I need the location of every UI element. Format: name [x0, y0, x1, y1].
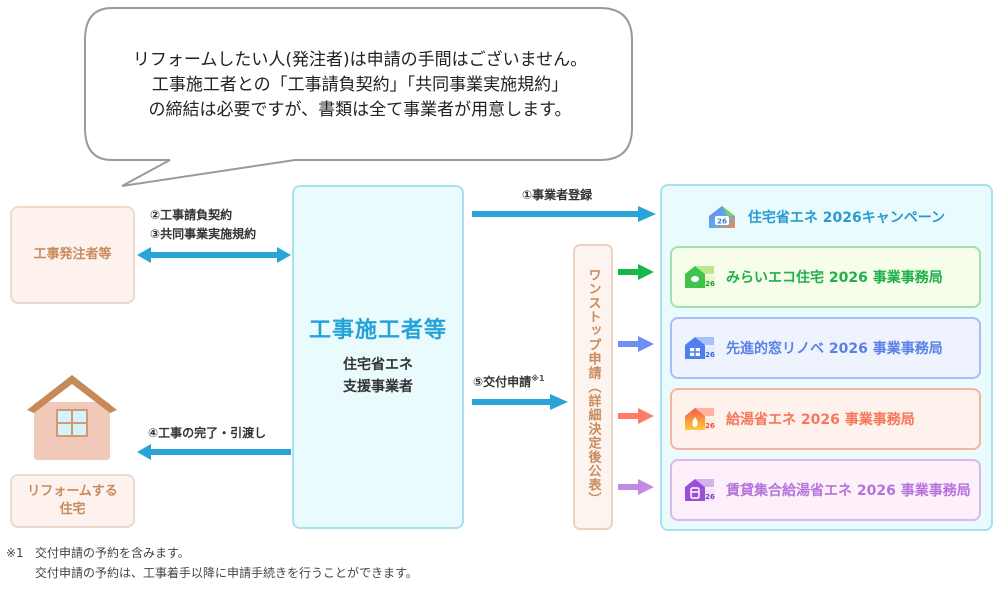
contractor-sub-line-1: 住宅省エネ [343, 357, 413, 373]
application-label-text: ⑤交付申請 [473, 375, 532, 389]
contract-label-2: ③共同事業実施規約 [150, 227, 257, 241]
arrow-to-office-4 [618, 479, 654, 495]
registration-label: ①事業者登録 [522, 188, 593, 202]
office-rental-water-heater: 26 賃貸集合給湯省エネ 2026 事業事務局 [670, 459, 981, 521]
contractor-subtitle: 住宅省エネ 支援事業者 [343, 354, 413, 398]
client-box: 工事発注者等 [10, 206, 135, 304]
speech-bubble-text: リフォームしたい人(発注者)は申請の手間はございません。 工事施工者との「工事請… [86, 48, 634, 123]
contractor-box: 工事施工者等 住宅省エネ 支援事業者 [292, 185, 464, 529]
application-label: ⑤交付申請※1 [473, 374, 545, 390]
footnote-line-1: 交付申請の予約を含みます。 [35, 546, 190, 560]
arrow-to-office-1 [618, 264, 654, 280]
arrow-to-office-2 [618, 336, 654, 352]
secretariat-panel: 26 住宅省エネ 2026キャンペーン 26 みらいエコ住宅 2026 事業事務… [660, 184, 993, 531]
svg-text:26: 26 [717, 218, 727, 226]
footnote-mark: ※1 [6, 546, 24, 560]
water-heater-house-icon: 26 [685, 408, 715, 430]
footnote: ※1 交付申請の予約を含みます。 交付申請の予約は、工事着手以降に申請手続きを行う… [6, 543, 418, 583]
svg-text:26: 26 [705, 493, 715, 501]
window-renovation-house-icon: 26 [685, 337, 715, 359]
office-label: 給湯省エネ 2026 事業事務局 [726, 412, 915, 428]
footnote-line-2: 交付申請の予約は、工事着手以降に申請手続きを行うことができます。 [35, 566, 418, 580]
contract-label-1: ②工事請負契約 [150, 208, 233, 222]
office-window-renovation: 26 先進的窓リノベ 2026 事業事務局 [670, 317, 981, 379]
contractor-sub-line-2: 支援事業者 [343, 379, 413, 395]
onestop-label: ワンストップ申請（詳細決定後公表） [585, 268, 601, 506]
application-note-mark: ※1 [531, 374, 545, 383]
handover-label: ④工事の完了・引渡し [148, 426, 267, 440]
rental-heater-house-icon: 26 [685, 479, 715, 501]
application-arrow [472, 394, 568, 410]
bubble-line-1: リフォームしたい人(発注者)は申請の手間はございません。 [132, 50, 588, 70]
registration-arrow [472, 206, 656, 222]
contract-arrow [137, 247, 291, 263]
office-water-heater: 26 給湯省エネ 2026 事業事務局 [670, 388, 981, 450]
campaign-house-icon: 26 [708, 206, 735, 228]
svg-text:26: 26 [705, 422, 715, 430]
svg-text:26: 26 [705, 280, 715, 288]
mirai-eco-house-icon: 26 [685, 266, 715, 288]
bubble-line-3: の締結は必要ですが、書類は全て事業者が用意します。 [148, 100, 572, 120]
office-label: みらいエコ住宅 2026 事業事務局 [726, 270, 943, 286]
house-icon [27, 375, 117, 460]
client-box-label: 工事発注者等 [33, 247, 112, 262]
speech-bubble [84, 7, 633, 187]
arrow-to-office-3 [618, 408, 654, 424]
office-mirai-eco: 26 みらいエコ住宅 2026 事業事務局 [670, 246, 981, 308]
office-label: 先進的窓リノベ 2026 事業事務局 [726, 341, 943, 357]
house-label-line-1: リフォームする [27, 484, 118, 499]
office-label: 賃貸集合給湯省エネ 2026 事業事務局 [726, 483, 971, 499]
house-label-box: リフォームする 住宅 [10, 474, 135, 528]
handover-arrow [137, 444, 291, 460]
campaign-header: 26 住宅省エネ 2026キャンペーン [662, 200, 991, 234]
onestop-application-box: ワンストップ申請（詳細決定後公表） [573, 244, 613, 530]
bubble-line-2: 工事施工者との「工事請負契約」「共同事業実施規約」 [151, 75, 569, 95]
svg-text:26: 26 [705, 351, 715, 359]
contractor-title: 工事施工者等 [308, 318, 447, 343]
campaign-label: 住宅省エネ 2026キャンペーン [747, 210, 946, 226]
house-label-line-2: 住宅 [59, 502, 86, 517]
